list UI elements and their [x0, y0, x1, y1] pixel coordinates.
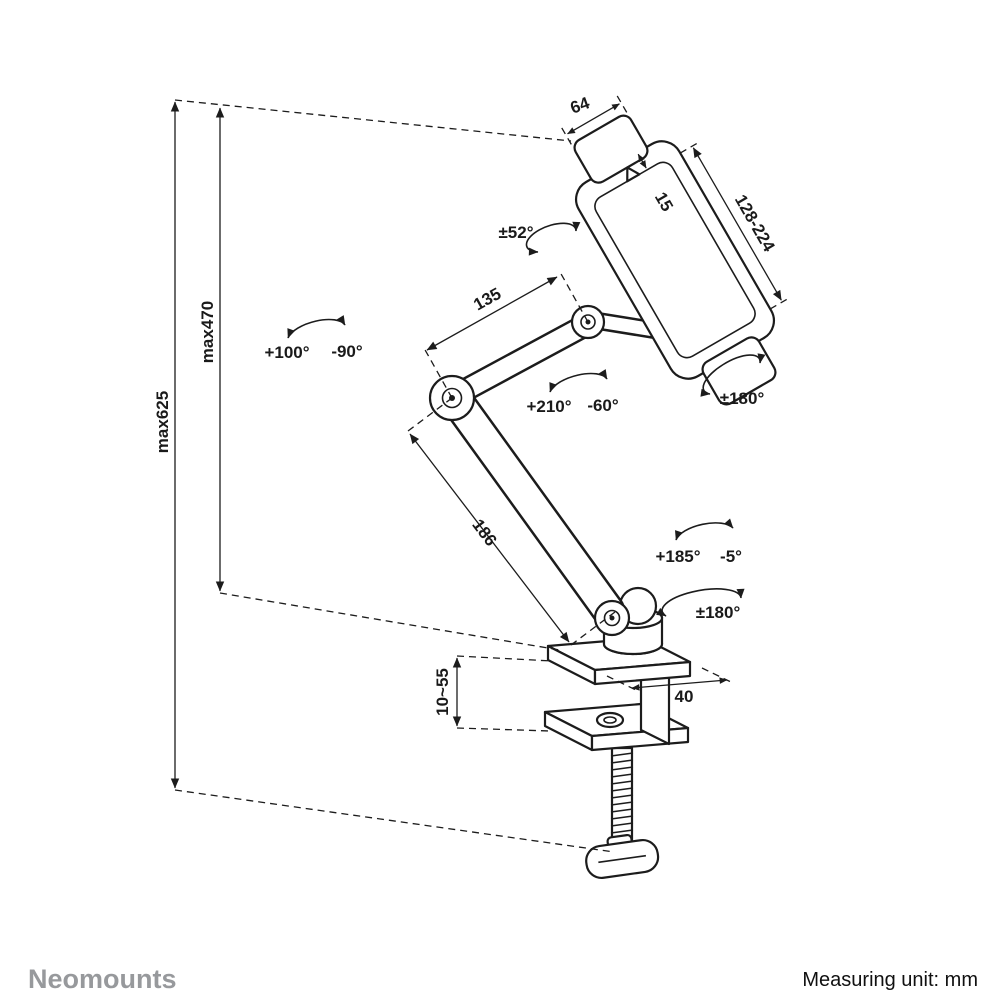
- dim-label-40: 40: [675, 687, 694, 706]
- dim-label-max470: max470: [198, 301, 217, 363]
- angle-base-rotation: ±180°: [656, 588, 745, 622]
- dim-label-10-55: 10~55: [433, 668, 452, 716]
- angle-label-plus185: +185°: [655, 547, 700, 566]
- angle-mid-joint: +210° -60°: [526, 369, 619, 416]
- dim-label-64: 64: [568, 93, 593, 118]
- upper-arm: [446, 314, 596, 406]
- base-pivot-joint: [593, 599, 631, 637]
- release-arrow-icon: [626, 166, 641, 183]
- dim-label-128-224: 128-224: [731, 191, 779, 255]
- brand-logo: Neomounts: [28, 964, 177, 994]
- angle-label-pm180-base: ±180°: [696, 603, 741, 622]
- angle-label-52: ±52°: [498, 223, 533, 242]
- angle-label-minus90: -90°: [331, 342, 363, 361]
- tablet-holder: 64 15 128-224: [560, 93, 790, 406]
- dim-label-186: 186: [468, 516, 500, 550]
- measuring-unit-label: Measuring unit: mm: [802, 969, 978, 991]
- angle-label-minus5: -5°: [720, 547, 742, 566]
- angle-label-plus100: +100°: [264, 343, 309, 362]
- angle-holder-tilt: ±52°: [498, 221, 581, 256]
- dimension-10-55: 10~55: [433, 655, 553, 732]
- dimension-40: 40: [606, 667, 732, 706]
- clamp-screw: [610, 746, 634, 842]
- angle-label-minus60: -60°: [587, 396, 619, 415]
- angle-holder-rotation: ±180°: [700, 353, 766, 408]
- angle-label-pm180-holder: ±180°: [720, 389, 765, 408]
- angle-elbow-swivel: +100° -90°: [264, 315, 363, 362]
- angle-base-tilt: +185° -5°: [655, 518, 742, 566]
- dimension-186: 186: [407, 397, 616, 646]
- lower-arm: [445, 391, 625, 627]
- dimension-max470: max470: [198, 107, 561, 651]
- clamp-knob: [585, 833, 660, 880]
- dimension-max625: max625: [153, 99, 615, 853]
- angle-label-plus210: +210°: [526, 397, 571, 416]
- dim-label-max625: max625: [153, 391, 172, 453]
